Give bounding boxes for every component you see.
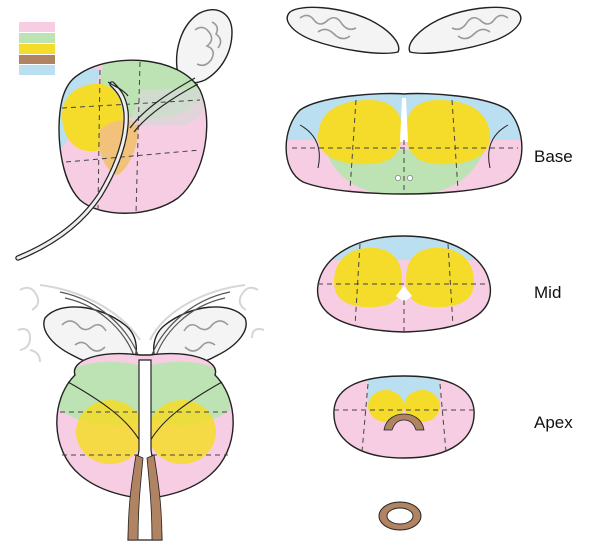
color-legend [19, 22, 55, 75]
axial-apex-section [330, 370, 480, 465]
coronal-view [18, 285, 264, 540]
legend-swatch-central-zone [19, 33, 55, 43]
axial-right-seminal-vesicle [409, 7, 521, 53]
axial-seminal-vesicles [287, 7, 521, 53]
apex-level-label: Apex [534, 414, 573, 431]
axial-left-seminal-vesicle [287, 7, 399, 53]
legend-swatch-anterior-stroma [19, 65, 55, 75]
mid-level-label: Mid [534, 284, 561, 301]
sagittal-seminal-vesicle [177, 10, 232, 83]
legend-swatch-urethra [19, 55, 55, 64]
base-level-label: Base [534, 148, 573, 165]
coronal-right-transition-zone [148, 400, 216, 464]
axial-mid-section [310, 230, 500, 340]
membranous-urethra-cross-section [379, 502, 421, 530]
axial-base-section [280, 90, 530, 200]
legend-swatch-transition-zone [19, 44, 55, 54]
legend-swatch-peripheral-zone [19, 22, 55, 32]
